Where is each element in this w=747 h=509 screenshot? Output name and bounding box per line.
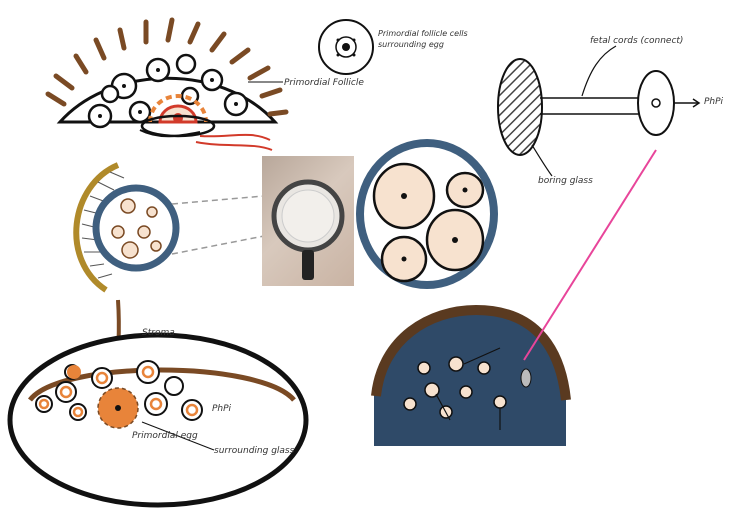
label-stromal: Stroma: [142, 328, 175, 339]
legend-circle: [319, 20, 373, 74]
top-follicle-sketch: [48, 20, 286, 150]
ring-detail: [76, 165, 264, 290]
label-phpi-bottom: PhPi: [212, 404, 231, 415]
label-barbs: PhPi: [704, 97, 723, 108]
label-follicle-top: Primordial Follicle: [284, 78, 364, 89]
label-fetal-cords: fetal cords (connect): [590, 36, 683, 47]
label-legend-caption: Primordial follicle cells surrounding eg…: [378, 28, 506, 50]
navy-dome: [374, 310, 566, 446]
zoomed-follicle: [360, 143, 494, 285]
label-follicle-bottom: Primordial egg: [132, 431, 198, 442]
hatched-oval: [498, 46, 699, 176]
label-boring-glass: boring glass: [538, 176, 593, 187]
magnifier-photo: [262, 156, 354, 286]
label-surrounding: surrounding glass: [214, 446, 294, 457]
